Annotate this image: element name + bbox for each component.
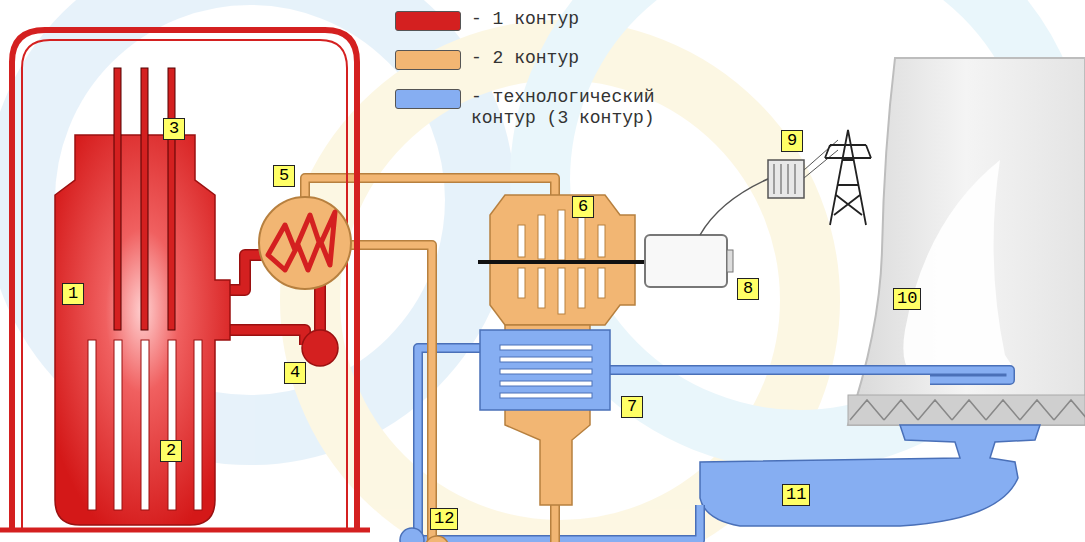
callout-number: 5 (273, 165, 295, 187)
callout-number: 6 (572, 196, 594, 218)
condenser (480, 325, 610, 505)
callout-number: 8 (737, 278, 759, 300)
legend-swatch (395, 11, 461, 31)
callout-number: 10 (893, 288, 921, 310)
turbine (478, 195, 650, 325)
legend-swatch (395, 50, 461, 70)
transformer (768, 140, 838, 198)
callout-number: 1 (62, 283, 84, 305)
legend-swatch (395, 89, 461, 109)
power-pylon (825, 130, 871, 225)
containment-building (0, 30, 370, 530)
generator (645, 178, 770, 287)
legend-text: - 1 контур (471, 9, 671, 30)
cooling-basin (700, 425, 1040, 526)
callout-number: 12 (430, 508, 458, 530)
steam-generator (259, 197, 351, 289)
callout-number: 9 (781, 130, 803, 152)
callout-number: 3 (163, 118, 185, 140)
legend-text: - 2 контур (471, 48, 671, 69)
legend-text: - технологический контур (3 контур) (471, 87, 671, 129)
callout-number: 4 (284, 362, 306, 384)
reactor-vessel (55, 68, 230, 525)
callout-number: 2 (160, 440, 182, 462)
callout-number: 11 (782, 484, 810, 506)
primary-pump (302, 330, 338, 366)
callout-number: 7 (621, 396, 643, 418)
